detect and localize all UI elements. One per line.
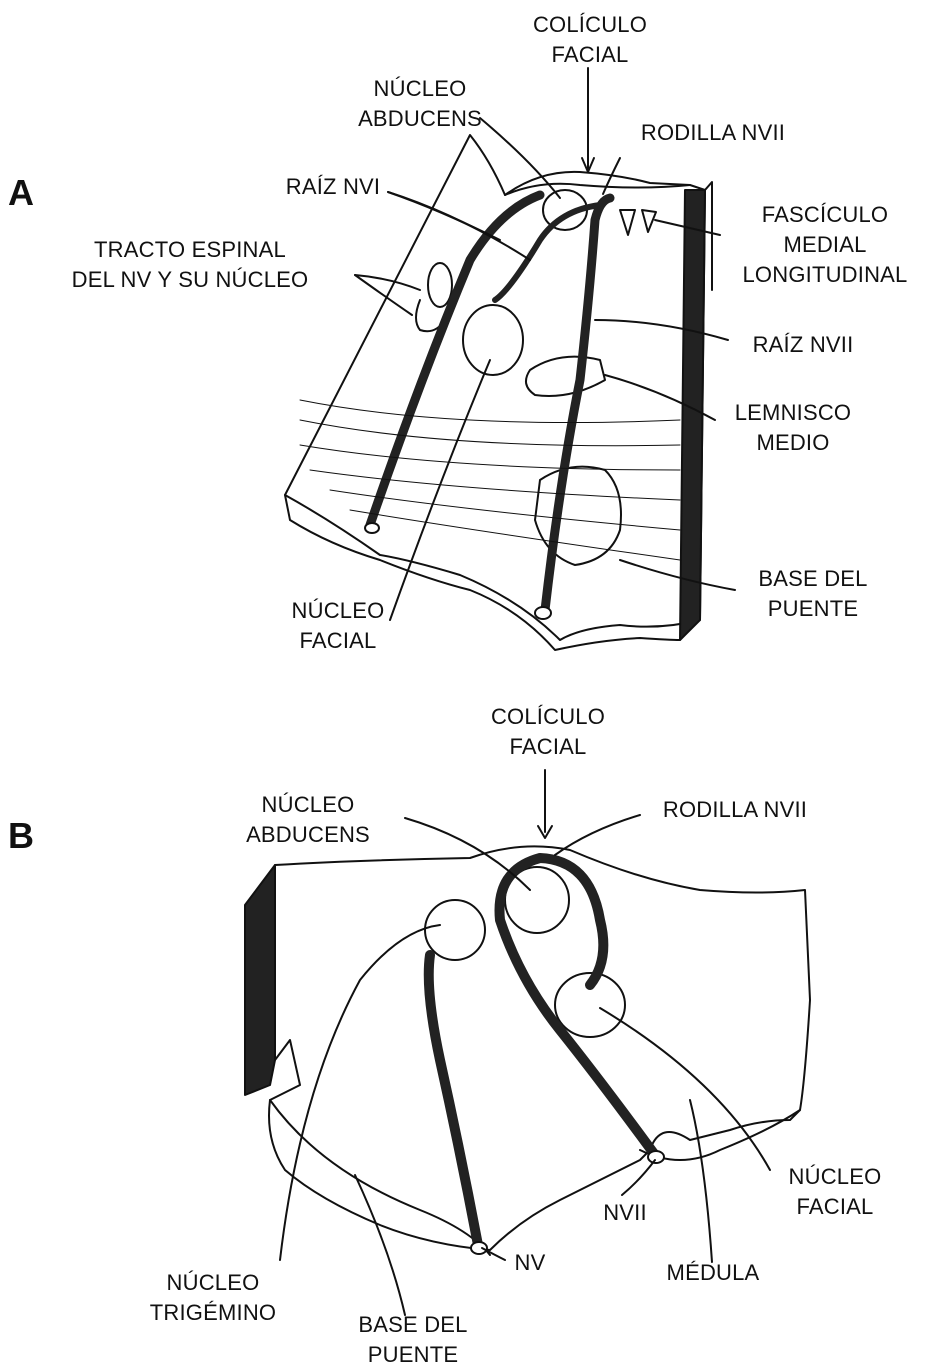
leader-tracto-a-2 [355,275,412,315]
leader-nucleo-facial-b [600,1008,770,1170]
leader-base-b [355,1175,405,1315]
panel-letter-b: B [8,815,34,857]
leader-trigemino-b [280,925,440,1260]
panel-letter-a: A [8,172,34,214]
nv-root-b [429,955,478,1245]
nvi-root [370,195,540,525]
trigeminal-nucleus-b [425,900,485,960]
spinal-tract-v [428,263,452,307]
label-raiz-nvii-a: RAÍZ NVII [728,330,878,360]
label-rodilla-nvii-a: RODILLA NVII [618,118,808,148]
right-face [680,190,705,640]
nvii-loop-b [500,858,656,1155]
leader-raiz-nvi-a-2 [388,192,530,260]
medial-lemniscus [526,357,605,396]
leader-base-a [620,560,735,590]
label-medula-b: MÉDULA [648,1258,778,1288]
leader-raiz-nvii-a [595,320,728,340]
left-face-b [245,865,275,1095]
mlf [620,210,656,235]
facial-nucleus [463,305,523,375]
pons-block-b [269,846,810,1250]
label-nvii-b: NVII [585,1198,665,1228]
leader-nvii-b [622,1160,655,1195]
leader-medula-b [690,1100,712,1262]
label-raiz-nvi-a: RAÍZ NVI [268,172,398,202]
label-nv-b: NV [500,1248,560,1278]
panel-a-illustration [285,68,735,650]
label-rodilla-nvii-b: RODILLA NVII [640,795,830,825]
panel-b-illustration [245,770,810,1315]
